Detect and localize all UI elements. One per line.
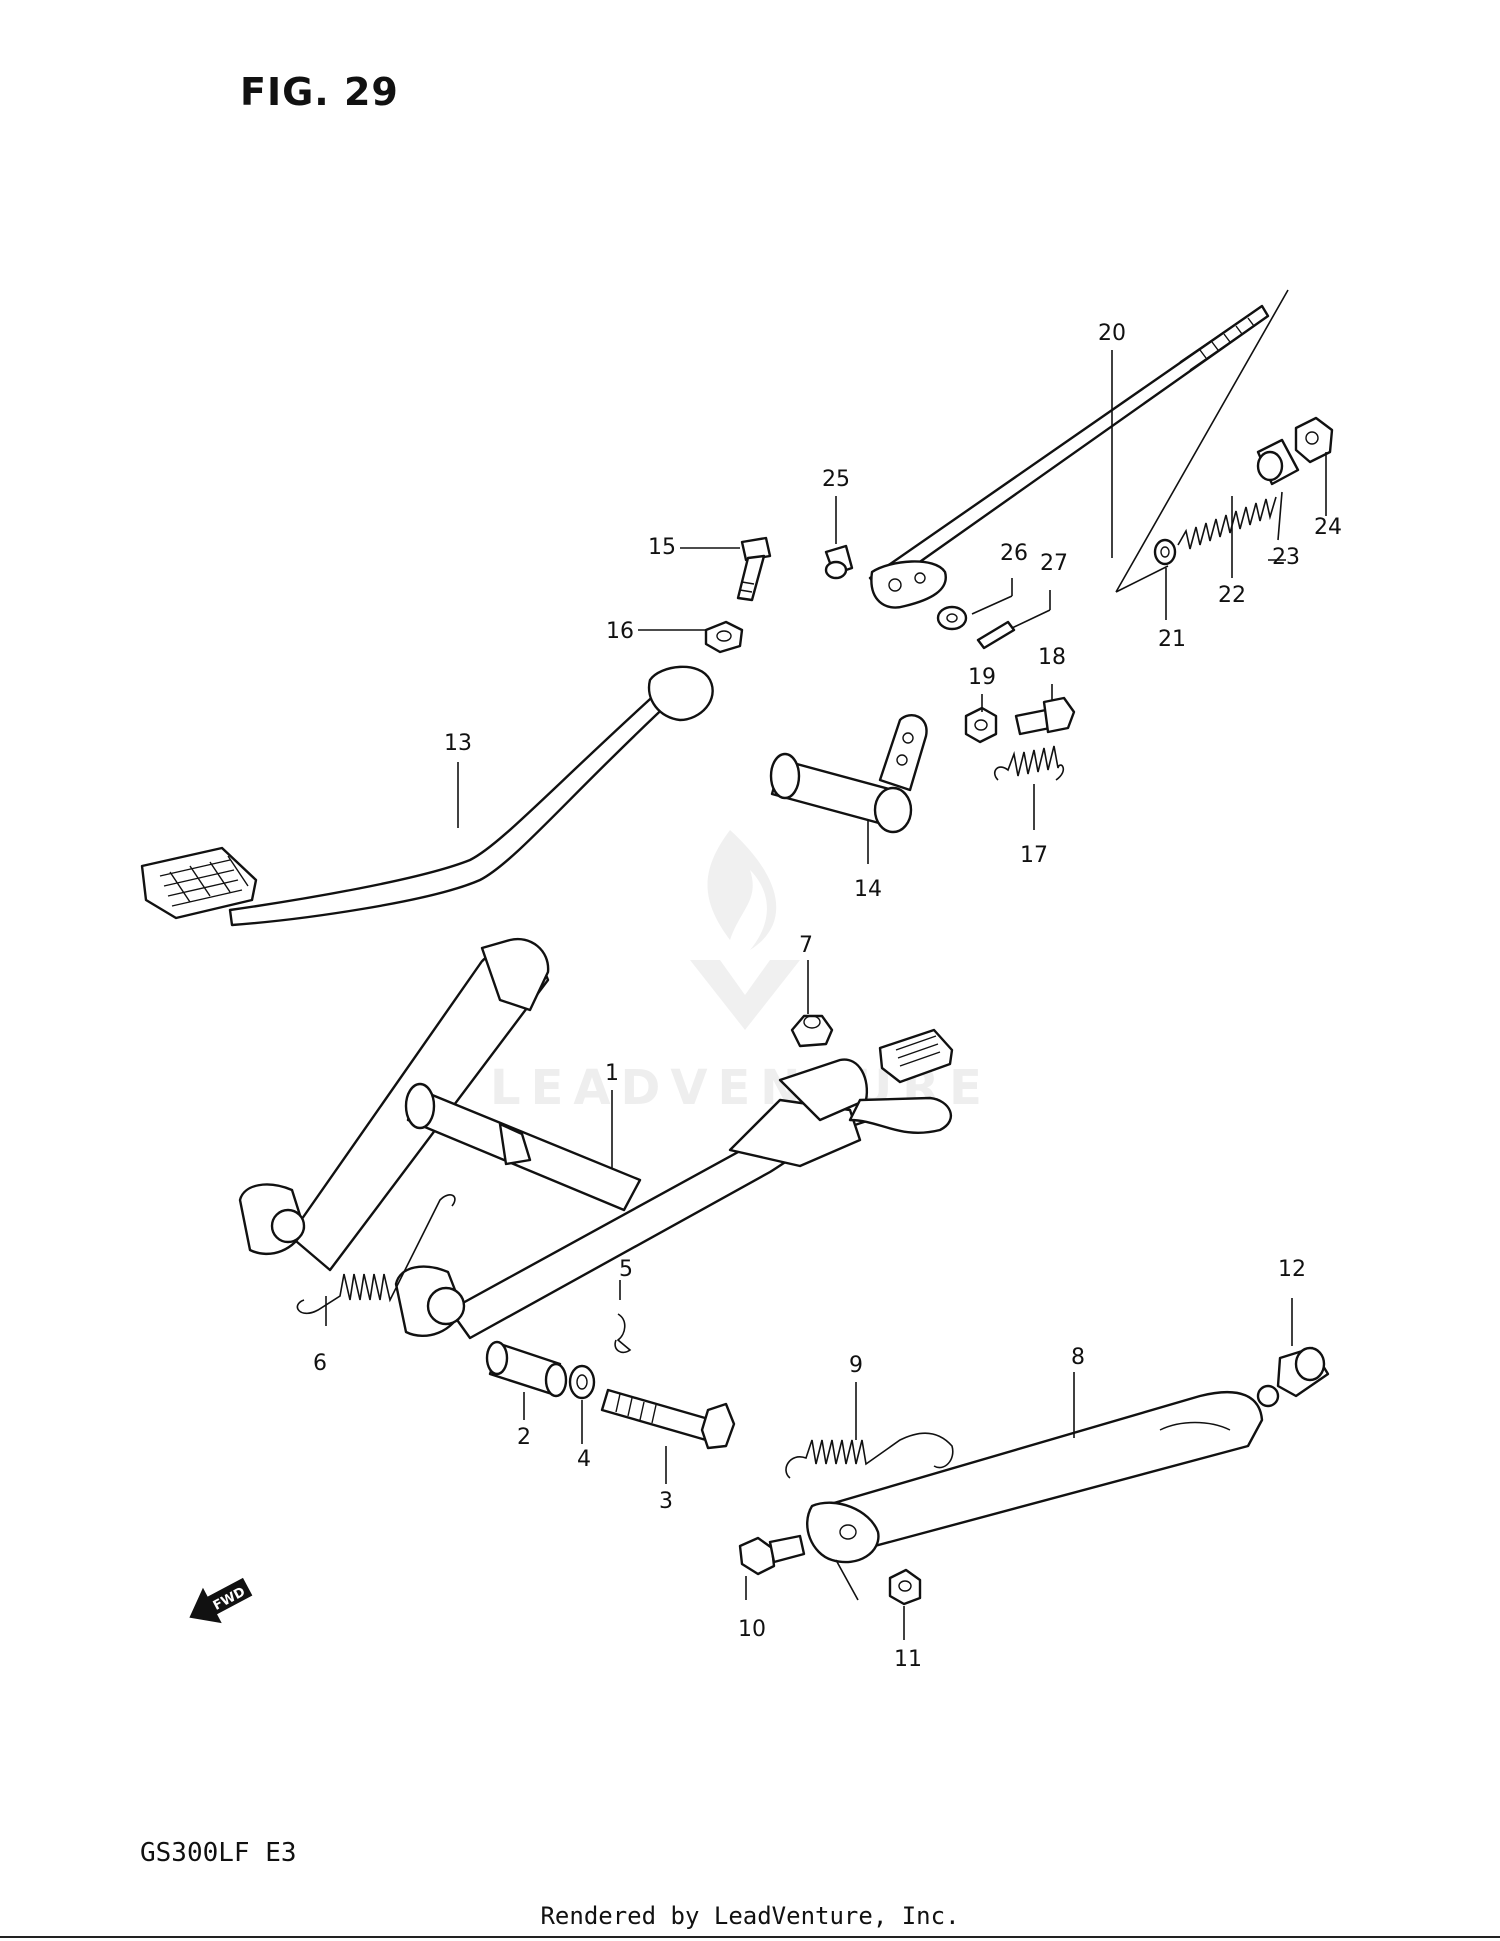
part-13-brake-pedal: [140, 665, 714, 927]
callout-16: 16: [606, 619, 634, 644]
figure-title: FIG. 29: [240, 70, 399, 114]
callout-19: 19: [968, 665, 996, 690]
callout-2: 2: [517, 1425, 531, 1450]
part-12-rubber-cap: [1276, 1346, 1330, 1398]
part-21-washer: [1153, 538, 1177, 566]
footer-divider: [0, 1936, 1500, 1938]
part-24-adjust-nut: [1294, 416, 1334, 464]
callout-20: 20: [1098, 321, 1126, 346]
callout-3: 3: [659, 1489, 673, 1514]
callout-22: 22: [1218, 583, 1246, 608]
part-11-nut: [888, 1568, 922, 1606]
fwd-arrow-icon: FWD: [189, 1577, 253, 1624]
callout-labels: 1 2 3 4 5 6 7 8 9 10 11 12 13 14 15 16 1…: [313, 321, 1342, 1672]
part-20-brake-rod: [868, 304, 1270, 609]
part-5-clip: [614, 1313, 632, 1354]
callout-9: 9: [849, 1353, 863, 1378]
callout-5: 5: [619, 1257, 633, 1282]
callout-18: 18: [1038, 645, 1066, 670]
part-3-bolt: [600, 1388, 736, 1450]
part-22-spring: [1177, 496, 1277, 550]
callout-21: 21: [1158, 627, 1186, 652]
part-9-spring: [785, 1432, 954, 1479]
callout-13: 13: [444, 731, 472, 756]
callout-11: 11: [894, 1647, 922, 1672]
part-26-washer: [936, 605, 968, 631]
part-27-cotter-pin: [976, 620, 1016, 650]
callout-12: 12: [1278, 1257, 1306, 1282]
part-19-nut: [964, 706, 998, 744]
callout-6: 6: [313, 1351, 327, 1376]
leader-lines: [325, 350, 1327, 1640]
part-18-bolt: [1014, 696, 1076, 736]
callout-27: 27: [1040, 551, 1068, 576]
part-1-center-stand: [238, 937, 954, 1340]
callout-25: 25: [822, 467, 850, 492]
part-15-bolt: [736, 536, 772, 602]
callout-24: 24: [1314, 515, 1342, 540]
part-25-pin: [824, 544, 854, 580]
callout-7: 7: [799, 933, 813, 958]
assembly-bracket-line: [1115, 289, 1289, 593]
callout-4: 4: [577, 1447, 591, 1472]
footer-credit: Rendered by LeadVenture, Inc.: [540, 1902, 960, 1930]
callout-8: 8: [1071, 1345, 1085, 1370]
callout-17: 17: [1020, 843, 1048, 868]
part-17-spring: [993, 745, 1065, 781]
part-23-joint: [1256, 438, 1300, 486]
callout-26: 26: [1000, 541, 1028, 566]
callout-10: 10: [738, 1617, 766, 1642]
part-8-side-stand: [806, 1384, 1280, 1564]
part-16-nut: [704, 620, 744, 654]
callout-23: 23: [1272, 545, 1300, 570]
part-14-brake-shaft: [769, 714, 928, 834]
part-10-bolt: [738, 1534, 806, 1576]
model-code: GS300LF E3: [140, 1838, 297, 1868]
part-4-washer: [568, 1364, 596, 1400]
callout-14: 14: [854, 877, 882, 902]
leadventure-logo-icon: [690, 830, 800, 1030]
part-2-collar: [485, 1340, 568, 1398]
part-6-spring: [296, 1194, 456, 1315]
callout-1: 1: [605, 1061, 619, 1086]
callout-15: 15: [648, 535, 676, 560]
part-7-cap-nut: [790, 1014, 834, 1048]
